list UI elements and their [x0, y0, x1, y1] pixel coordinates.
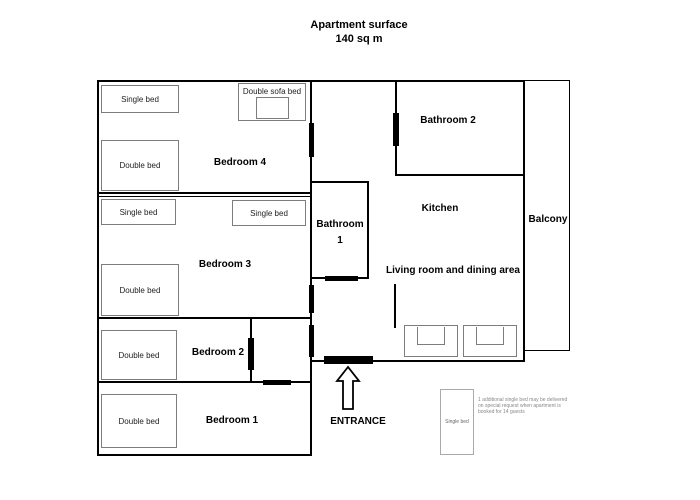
room-label-bedroom1: Bedroom 1: [205, 415, 259, 426]
wall-b4-b3: [97, 192, 312, 194]
outer-wall-bottom-left: [97, 454, 312, 456]
b4-sofa-bed-label: Double sofa bed: [242, 87, 302, 96]
outer-wall-left: [97, 80, 99, 456]
plan-title: Apartment surface: [310, 19, 408, 31]
bath1-right: [367, 181, 369, 279]
balcony-top: [525, 80, 570, 81]
wall-b4-b3-2: [97, 196, 312, 197]
door-bathroom1: [325, 276, 358, 281]
door-entrance: [324, 356, 373, 364]
balcony-bottom: [525, 350, 570, 351]
door-hall-left: [309, 325, 314, 357]
armchair-left-seat: [417, 327, 445, 345]
bath2-bottom: [395, 174, 525, 176]
room-label-living: Living room and dining area: [386, 265, 520, 276]
extra-bed-note: 1 additional single bed may be delivered…: [478, 397, 568, 415]
entrance-label: ENTRANCE: [330, 416, 386, 427]
outer-wall-right: [523, 80, 525, 362]
room-label-bedroom4: Bedroom 4: [213, 157, 267, 168]
room-label-bedroom3: Bedroom 3: [198, 259, 252, 270]
b4-double-bed: Double bed: [101, 140, 179, 191]
room-label-bedroom2: Bedroom 2: [191, 347, 245, 358]
room-label-balcony: Balcony: [528, 214, 568, 225]
door-bedroom1: [263, 380, 291, 385]
plan-area: 140 sq m: [335, 33, 383, 45]
b4-sofa-bed-seat: [256, 97, 289, 119]
b4-single-bed: Single bed: [101, 85, 179, 113]
door-bathroom2: [393, 113, 399, 146]
extra-single-bed: Single bed: [440, 389, 474, 455]
wall-b2-b1: [97, 381, 312, 383]
door-bedroom3: [309, 285, 314, 313]
armchair-right-seat: [476, 327, 504, 345]
room-label-kitchen: Kitchen: [421, 203, 459, 214]
door-bedroom4: [309, 123, 314, 157]
b1-double-bed: Double bed: [101, 394, 177, 448]
bath1-top: [312, 181, 369, 183]
b3-single-bed-left: Single bed: [101, 199, 176, 225]
balcony-right: [569, 80, 570, 351]
b2-double-bed: Double bed: [101, 330, 177, 380]
outer-wall-right-left-block: [310, 80, 312, 456]
outer-wall-bottom-right: [310, 360, 525, 362]
living-partition: [394, 284, 396, 328]
extra-single-bed-label: Single bed: [445, 419, 469, 425]
b3-double-bed: Double bed: [101, 264, 179, 316]
wall-b3-b2: [97, 317, 312, 319]
room-label-bathroom2: Bathroom 2: [420, 115, 476, 126]
room-label-bathroom1-num: 1: [337, 235, 343, 246]
b3-single-bed-right: Single bed: [232, 200, 306, 226]
room-label-bathroom1: Bathroom: [316, 219, 364, 230]
door-bedroom2-inner: [248, 338, 254, 370]
